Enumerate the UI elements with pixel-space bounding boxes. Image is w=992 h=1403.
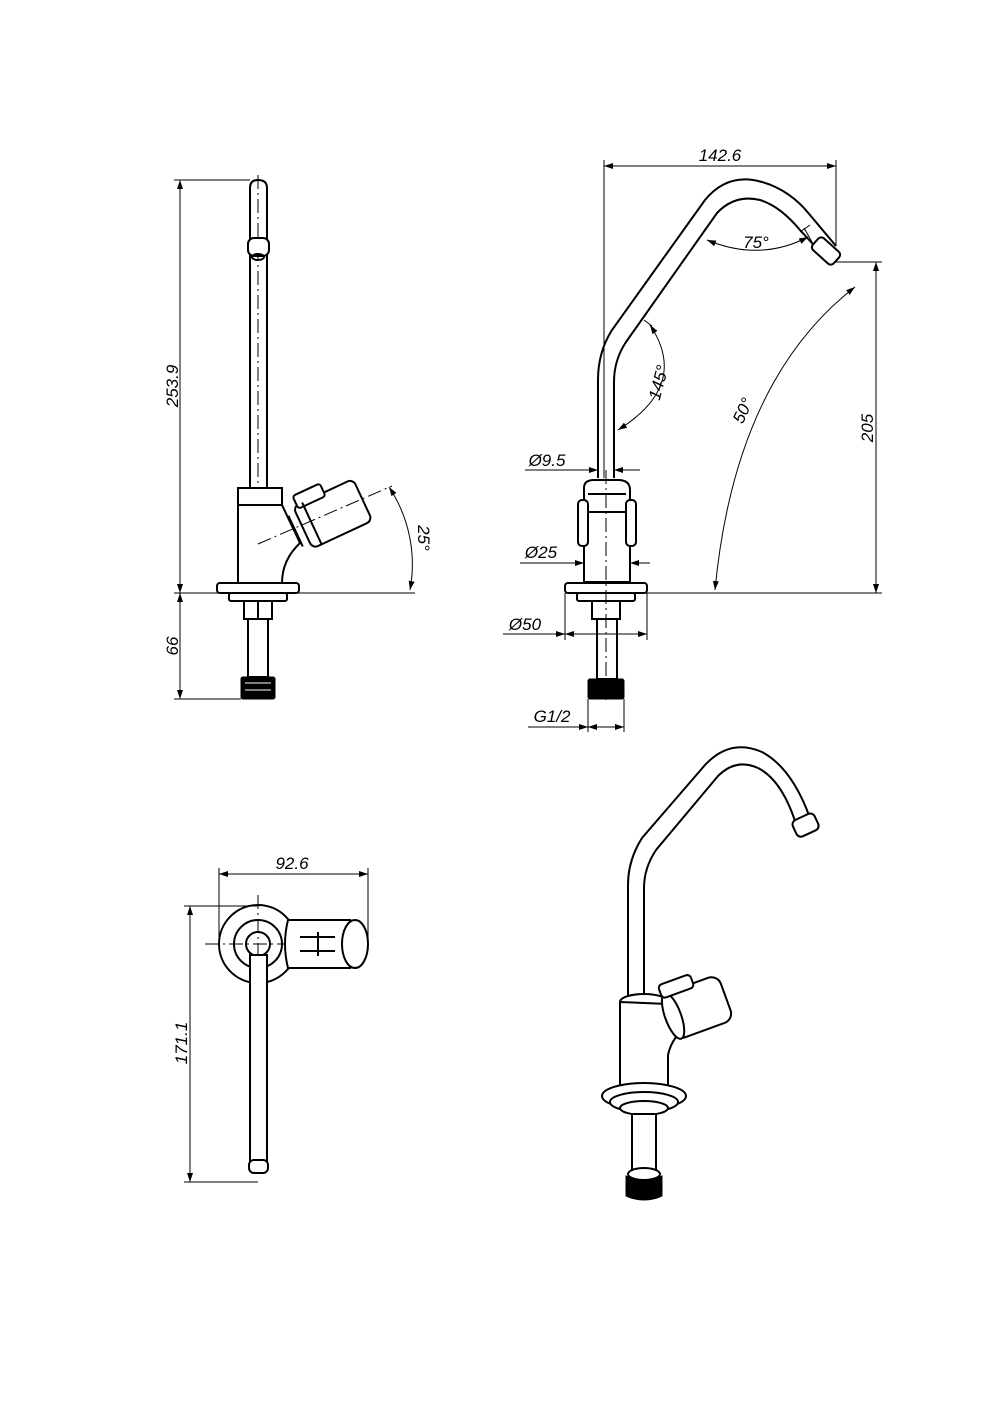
flange-diameter-label: Ø50 <box>508 615 542 634</box>
thread-connector <box>240 676 276 700</box>
body-diameter-label: Ø25 <box>524 543 558 562</box>
persp-spout-outer <box>627 746 811 996</box>
washer <box>228 592 288 602</box>
front-body <box>583 479 631 583</box>
perspective-view <box>601 746 820 1201</box>
persp-connector <box>625 1175 663 1201</box>
spout-inner-edge <box>613 197 823 478</box>
bend-angle-label: 145° <box>645 363 673 402</box>
front-stem <box>596 618 618 680</box>
persp-stem <box>631 1113 657 1175</box>
tilt-angle-label: 50° <box>729 395 757 427</box>
nozzle-tip <box>247 237 270 257</box>
side-view: 253.9 66 25° <box>163 175 433 700</box>
persp-tip <box>791 812 820 838</box>
spout-bar <box>249 954 268 1175</box>
outlet-height-label: 205 <box>858 413 877 443</box>
persp-spout-inner <box>643 763 797 996</box>
width-dim-label: 92.6 <box>275 854 309 873</box>
top-view: 92.6 171.1 <box>172 854 369 1183</box>
lever-handle <box>287 479 372 548</box>
body-collar <box>237 487 283 506</box>
depth-dim-label: 171.1 <box>172 1022 191 1065</box>
thread-label: G1/2 <box>534 707 571 726</box>
spout-tip <box>810 236 842 266</box>
reach-dim-label: 142.6 <box>699 146 742 165</box>
persp-lever <box>657 974 733 1040</box>
spout-outer-edge <box>597 178 837 478</box>
lever-angle-label: 25° <box>414 524 433 551</box>
base-flange <box>216 582 300 594</box>
lever-end <box>341 919 369 969</box>
tube-diameter-label: Ø9.5 <box>528 451 566 470</box>
spout-angle-label: 75° <box>743 233 769 252</box>
front-view: 142.6 205 75° 145° 50° Ø9.5 Ø25 Ø50 <box>503 146 882 732</box>
lever-side-right <box>625 499 637 547</box>
height-dim-label: 253.9 <box>163 364 182 408</box>
lever-axis-line <box>257 485 393 545</box>
tail-dim-label: 66 <box>163 636 182 655</box>
nozzle-outlet <box>251 253 265 261</box>
top-spout-tip <box>248 1159 269 1174</box>
lever-side-left <box>577 499 589 547</box>
valve-body <box>237 504 302 584</box>
threaded-stem <box>247 618 269 678</box>
